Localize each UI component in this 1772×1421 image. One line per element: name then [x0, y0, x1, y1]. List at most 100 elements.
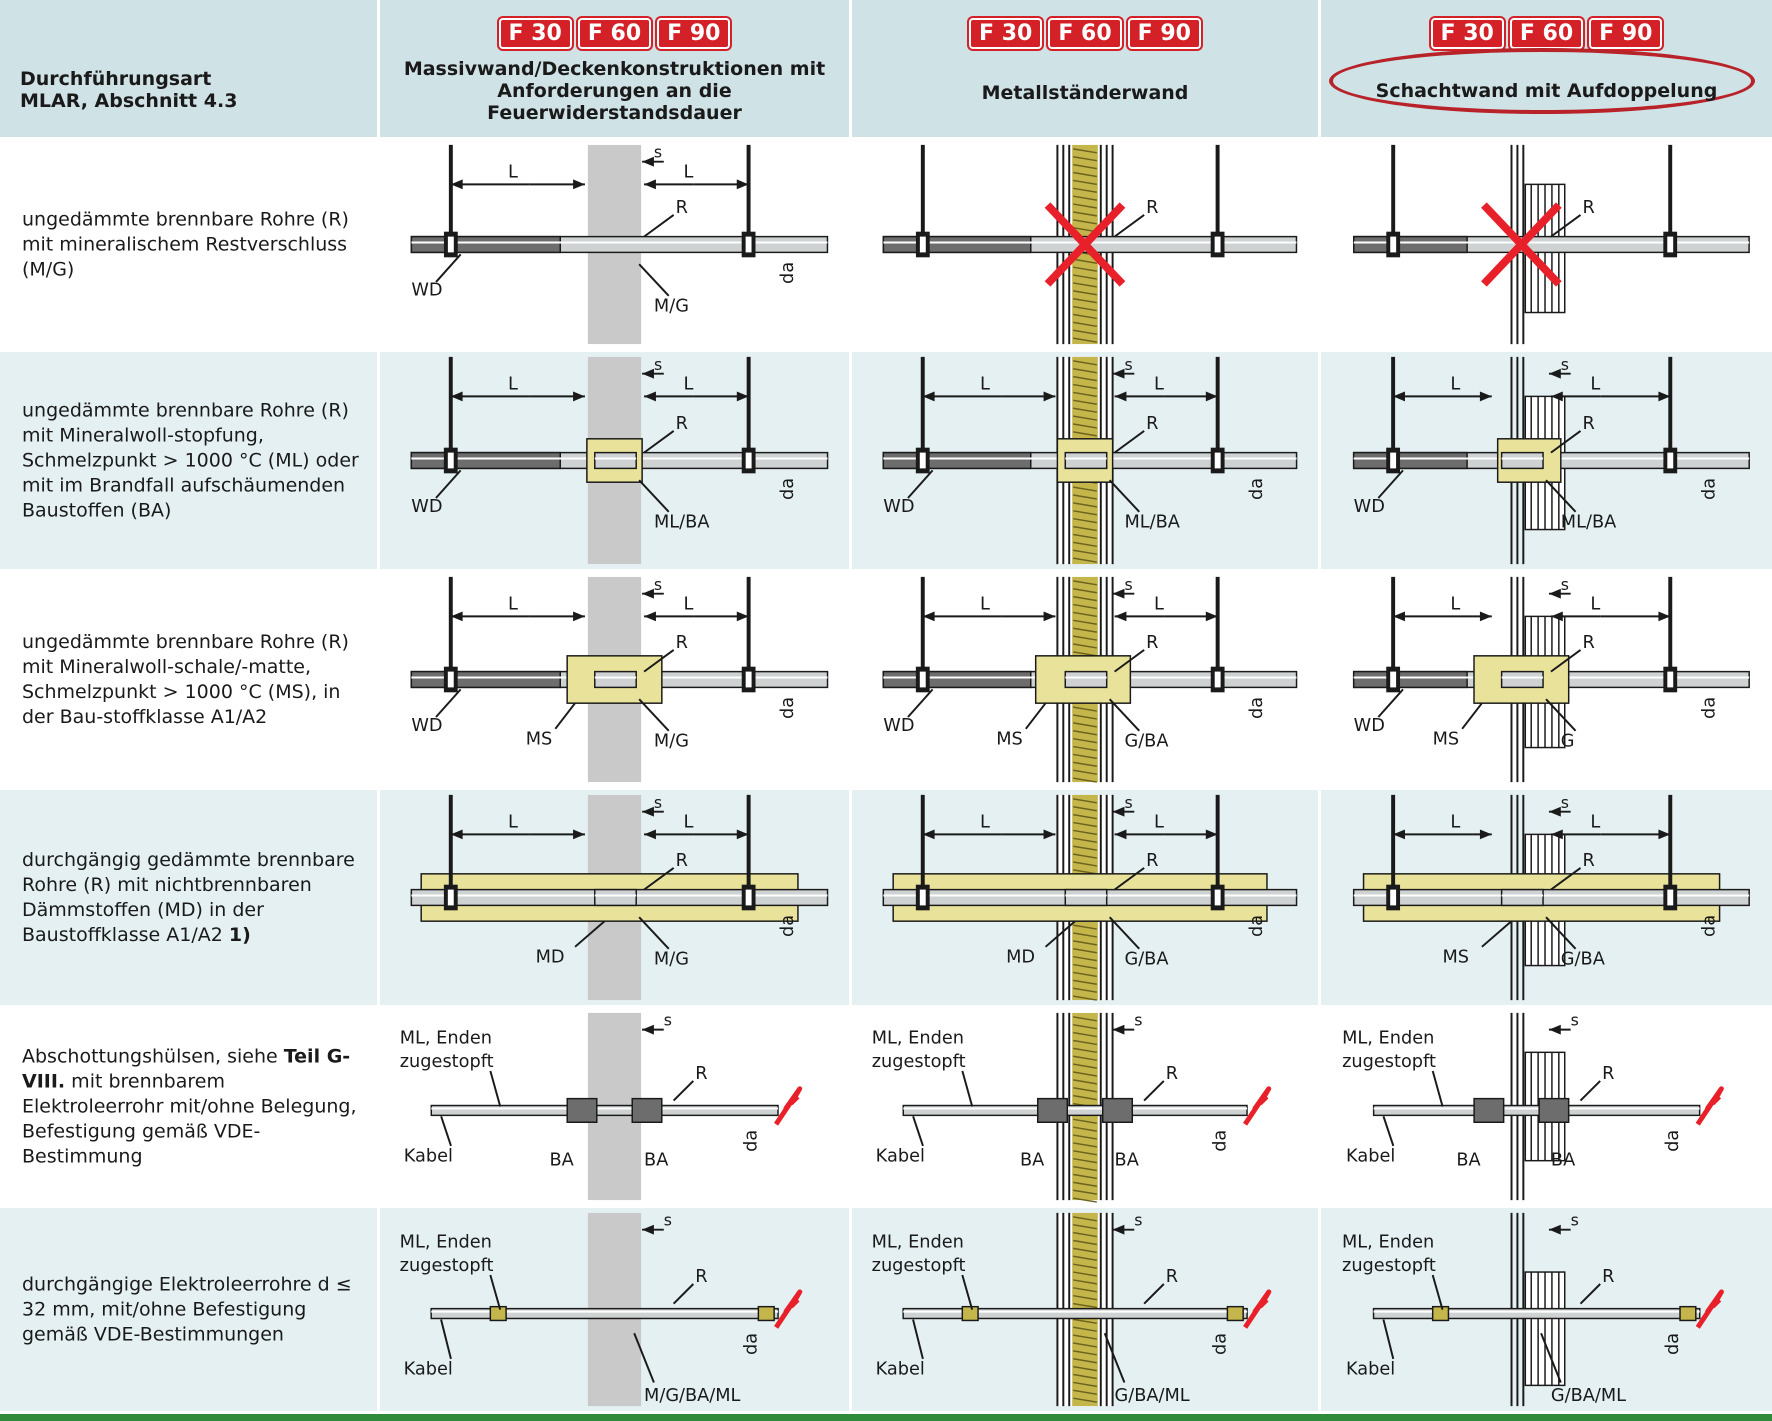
- dimension-label-s: s: [1571, 1211, 1579, 1230]
- leader-line: [1044, 920, 1076, 948]
- label-WD: WD: [411, 716, 442, 736]
- material-label: G/BA/ML: [1115, 1386, 1190, 1406]
- leader-line: [1108, 916, 1140, 950]
- arrow-head: [1043, 611, 1056, 622]
- pipe-label-R: R: [1602, 1267, 1614, 1287]
- row-label-cell: Abschottungshülsen, siehe Teil G-VIII. m…: [0, 1008, 380, 1205]
- arrow-head: [1205, 391, 1218, 402]
- wool-texture: [1073, 963, 1097, 970]
- pipe-clamp-inner: [919, 452, 926, 469]
- wool-texture: [1073, 1334, 1097, 1340]
- wool-texture: [1073, 1087, 1097, 1093]
- wool-texture: [1073, 1389, 1097, 1395]
- leader-line: [440, 1319, 452, 1360]
- fire-rating-badge: F 90: [1127, 18, 1201, 49]
- arrow-head: [1205, 611, 1218, 622]
- pipe-label-R: R: [676, 414, 688, 434]
- sleeve-BA: [1036, 1097, 1069, 1123]
- dimension-label-L: L: [980, 374, 990, 394]
- row-label: ungedämmte brennbare Rohre (R) mit Miner…: [22, 630, 367, 730]
- wool-texture: [1073, 619, 1097, 626]
- pipe-clamp-inner: [447, 236, 454, 253]
- arrow-head: [1393, 391, 1405, 402]
- leader-line: [1114, 867, 1145, 891]
- wool-texture: [1073, 383, 1097, 390]
- wool-texture: [1073, 1150, 1097, 1156]
- pipe-clamp-inner: [745, 236, 752, 253]
- leader-line: [1545, 479, 1577, 513]
- leader-line: [440, 1116, 452, 1147]
- wool-texture: [1073, 1047, 1097, 1054]
- wool-texture: [1073, 955, 1097, 962]
- wool-texture: [1073, 1373, 1097, 1380]
- cross-line: [1044, 202, 1126, 287]
- fire-rating-badge: F 90: [1589, 18, 1663, 49]
- wool-texture: [1073, 502, 1097, 508]
- wool-texture: [1073, 431, 1097, 437]
- wool-texture: [1073, 557, 1097, 563]
- leader-line: [643, 214, 675, 238]
- dimension-label-s: s: [1561, 793, 1569, 812]
- pipe-label-R: R: [1146, 414, 1158, 434]
- arrow-head: [1550, 391, 1563, 402]
- leader-line: [1382, 1116, 1395, 1147]
- wool-texture: [1073, 494, 1097, 500]
- leader-line: [1377, 688, 1404, 718]
- leader-line: [638, 698, 670, 732]
- pipe: [1372, 1104, 1701, 1117]
- ml-plug: [961, 1305, 979, 1322]
- pipe-clamp-inner: [1214, 889, 1221, 906]
- row-label: Abschottungshülsen, siehe Teil G-VIII. m…: [22, 1044, 367, 1169]
- leader-line: [961, 1274, 974, 1310]
- wool-texture: [1073, 290, 1097, 296]
- label-MS: MS: [1433, 730, 1460, 750]
- fire-rating-badge: F 60: [577, 18, 652, 49]
- leader-line: [1025, 702, 1047, 730]
- leader-line: [1579, 1080, 1601, 1102]
- label-ML-zugestopft: zugestopft: [872, 1052, 966, 1072]
- pipe-clamp-inner: [919, 671, 926, 688]
- wool-texture: [1073, 1142, 1097, 1148]
- dimension-label-L: L: [1450, 594, 1460, 614]
- row-label-part: 1): [228, 923, 251, 946]
- dimension-label-s: s: [1124, 355, 1132, 374]
- wool-texture: [1073, 1126, 1097, 1132]
- wool-texture: [1073, 714, 1097, 720]
- arrow-head: [1548, 1024, 1561, 1035]
- leader-line: [643, 867, 675, 891]
- dimension-label-s: s: [1134, 1211, 1142, 1230]
- arrow-head: [450, 611, 463, 622]
- wool-texture: [1073, 845, 1097, 851]
- wool-texture: [1073, 1294, 1097, 1301]
- fire-rating-badge: F 30: [498, 18, 572, 49]
- leader-line: [638, 479, 670, 513]
- arrow-head: [1548, 588, 1561, 599]
- column-title: Metallständerwand: [981, 82, 1189, 104]
- leader-line: [489, 1274, 502, 1310]
- wool-texture: [1073, 580, 1097, 586]
- table-header: Durchführungsart MLAR, Abschnitt 4.3 F 3…: [0, 0, 1772, 140]
- pipe-insulated-part: [410, 451, 561, 470]
- material-label: G/BA: [1561, 950, 1605, 970]
- pipe: [1500, 451, 1544, 470]
- wool-texture: [1073, 995, 1097, 1001]
- wool-texture: [1073, 282, 1097, 288]
- arrow-head: [642, 1224, 654, 1235]
- pipe: [1064, 451, 1108, 470]
- wool-texture: [1073, 1263, 1097, 1269]
- pipe-clamp-inner: [745, 452, 752, 469]
- row-label: durchgängig gedämmte brennbare Rohre (R)…: [22, 848, 367, 948]
- dimension-label-L: L: [980, 594, 990, 614]
- wool-texture: [1073, 1197, 1097, 1203]
- arrow-head: [736, 611, 749, 622]
- wool-texture: [1073, 510, 1097, 516]
- fire-rating-badges: F 30 F 60 F 90: [380, 18, 849, 49]
